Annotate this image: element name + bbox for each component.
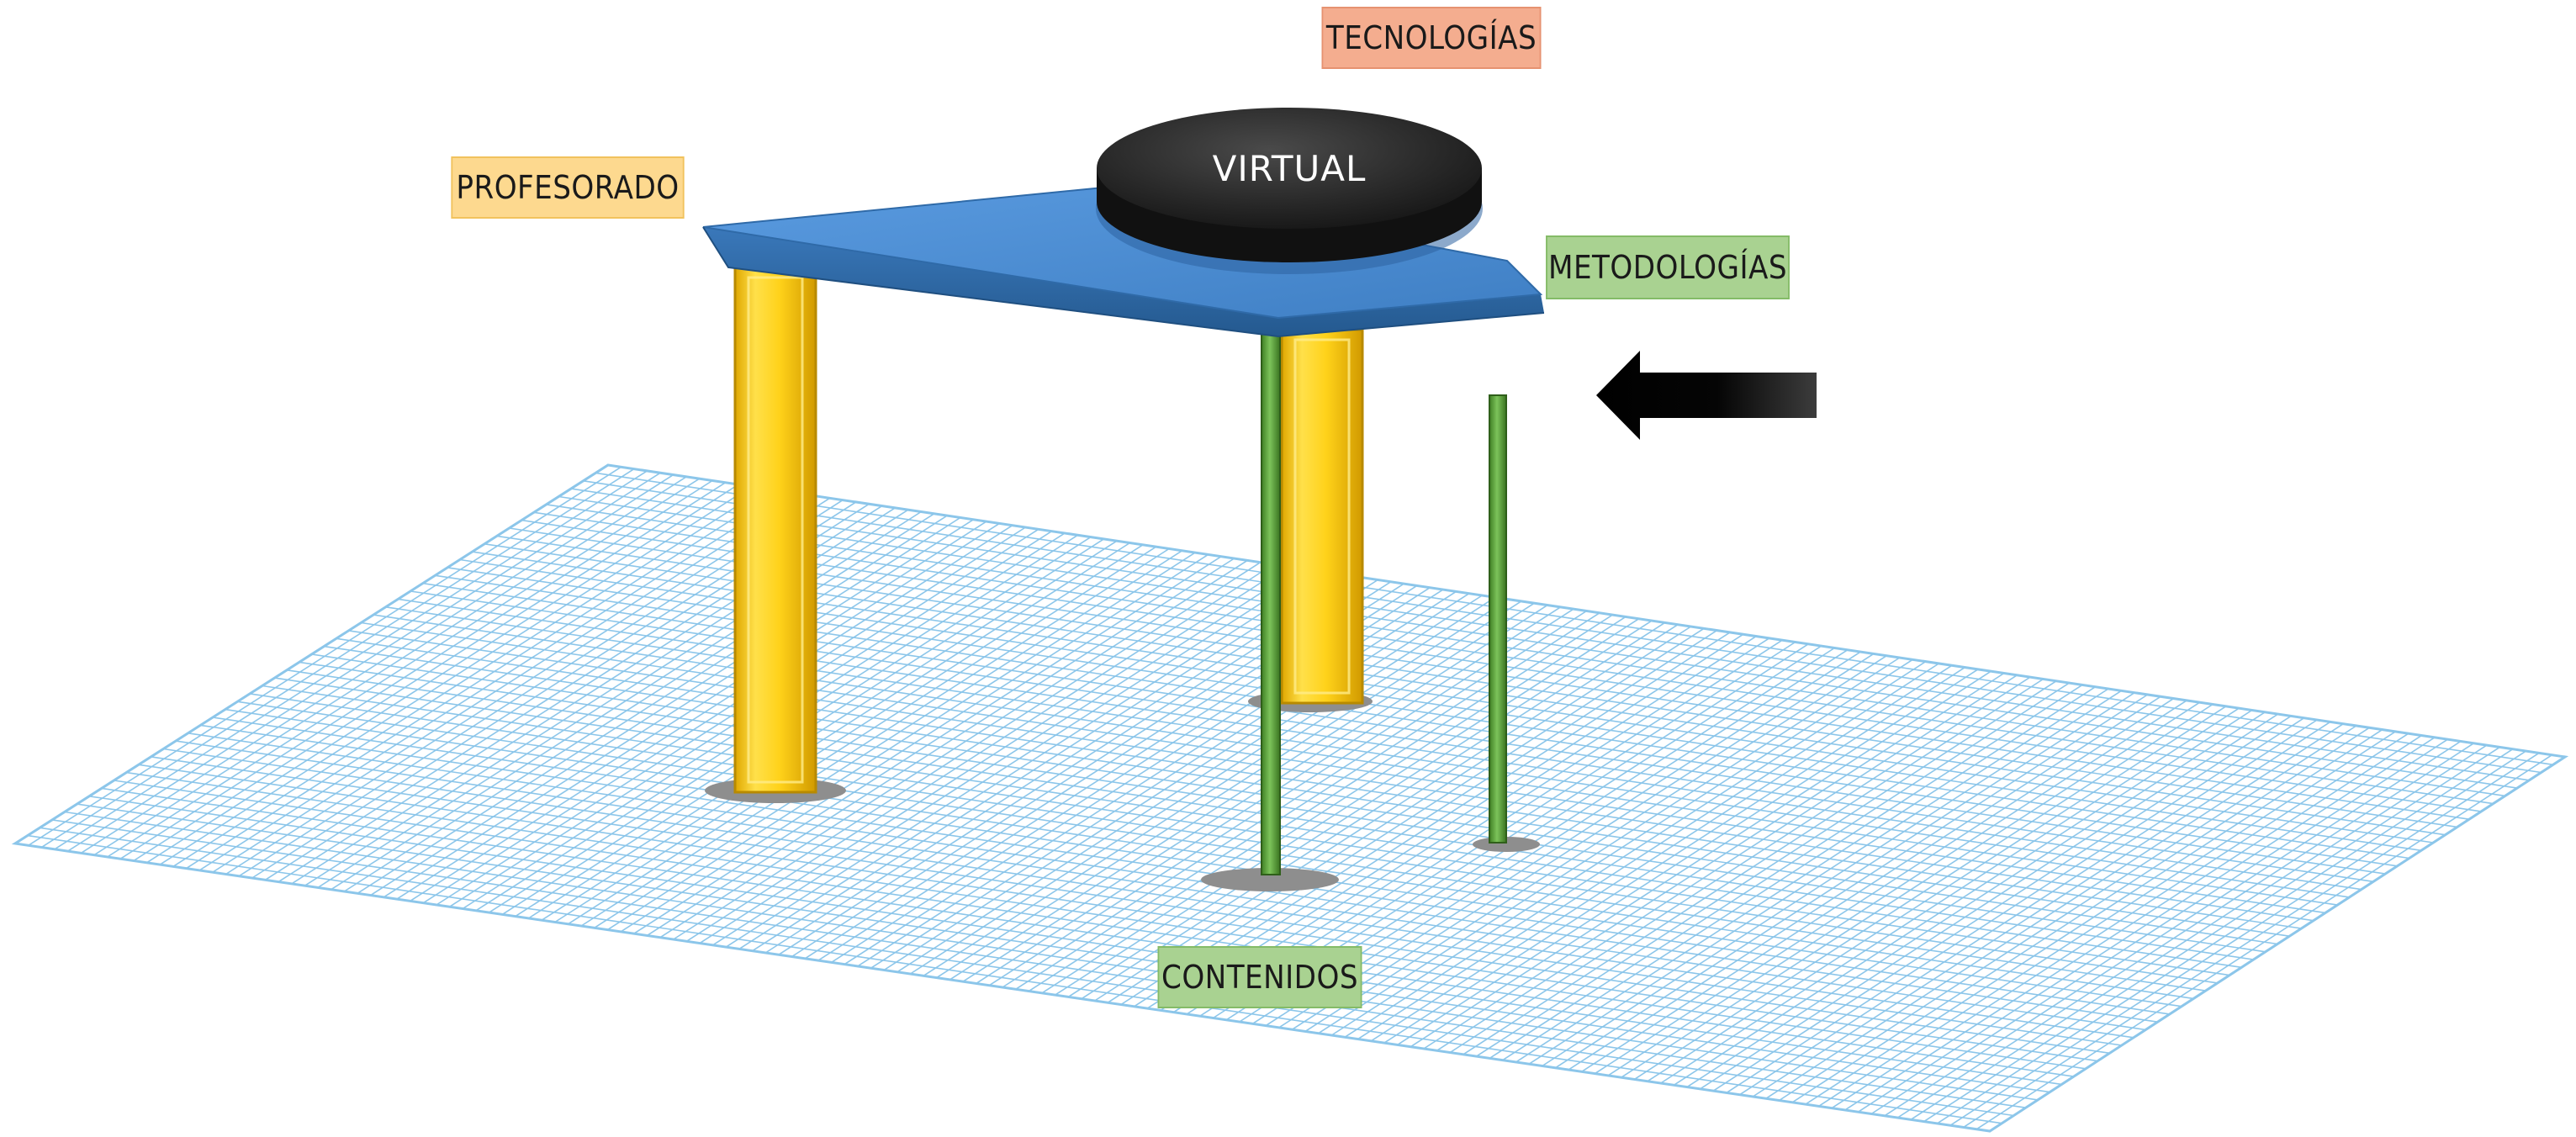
- label-tecnologias: TECNOLOGÍAS: [1321, 7, 1542, 69]
- grid-line: [249, 693, 2218, 984]
- virtual-label: VIRTUAL: [1212, 147, 1367, 189]
- arrow-left-icon: [1596, 351, 1817, 440]
- grid-line: [570, 488, 2530, 781]
- grid-line: [558, 495, 2518, 789]
- grid-line: [533, 511, 2494, 805]
- grid-line: [274, 677, 2242, 969]
- grid-line: [126, 771, 2098, 1062]
- grid-line: [496, 535, 2457, 828]
- grid-line: [101, 787, 2074, 1077]
- grid-line: [385, 606, 2350, 898]
- grid-line: [311, 653, 2278, 945]
- label-metodologias: METODOLOGÍAS: [1546, 235, 1790, 299]
- grid-line: [188, 732, 2158, 1023]
- grid-line: [373, 614, 2338, 906]
- label-contenidos: CONTENIDOS: [1157, 946, 1362, 1008]
- grid-line: [348, 630, 2314, 922]
- grid-line: [138, 764, 2110, 1055]
- grid-line: [398, 598, 2362, 891]
- yellow-leg-left: [733, 266, 817, 794]
- grid-line: [583, 480, 2542, 774]
- grid-line: [175, 740, 2146, 1031]
- grid-line: [40, 827, 2014, 1117]
- green-leg-front-shadow: [1201, 868, 1339, 891]
- grid-line: [225, 708, 2194, 1000]
- grid-line: [114, 780, 2087, 1070]
- grid-line: [151, 756, 2122, 1046]
- grid-line: [77, 803, 2050, 1093]
- grid-line: [237, 701, 2206, 992]
- grid-line: [51, 819, 2026, 1108]
- grid-line: [262, 685, 2230, 976]
- grid-line: [88, 796, 2062, 1086]
- green-leg-standalone: [1489, 394, 1507, 843]
- yellow-leg-right: [1280, 328, 1364, 705]
- grid-line: [299, 661, 2266, 953]
- tabletop: [702, 185, 1545, 338]
- grid-line: [324, 645, 2290, 937]
- virtual-disc: [1096, 108, 1483, 274]
- grid-line: [336, 637, 2302, 929]
- grid-line: [163, 748, 2134, 1039]
- grid-line: [595, 472, 2553, 766]
- grid-line: [361, 621, 2326, 914]
- green-leg-front: [1261, 331, 1281, 875]
- grid-line: [546, 504, 2505, 797]
- grid-floor: [11, 463, 2569, 1133]
- label-profesorado: PROFESORADO: [451, 156, 685, 219]
- grid-line: [200, 724, 2170, 1015]
- grid-line: [27, 834, 2002, 1124]
- grid-line: [212, 717, 2182, 1007]
- grid-line: [64, 811, 2039, 1101]
